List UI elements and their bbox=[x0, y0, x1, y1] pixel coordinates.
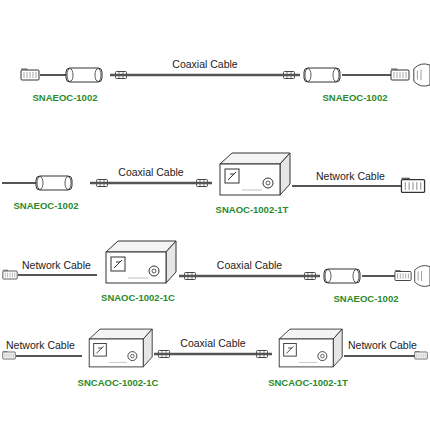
cable-label: Coaxial Cable bbox=[170, 58, 239, 70]
balun-adapter: SNAEOC-1002 bbox=[2, 172, 90, 194]
cable-label: Network Cable bbox=[20, 259, 93, 271]
converter-box: SNAOC-1002-1T bbox=[212, 150, 292, 198]
coaxial-cable bbox=[110, 74, 300, 77]
balun-adapter: SNAEOC-1002 bbox=[320, 265, 412, 287]
product-label: SNCAOC-1002-1T bbox=[268, 377, 348, 388]
product-label: SNAOC-1002-1C bbox=[101, 292, 175, 303]
balun-adapter: SNAEOC-1002 bbox=[20, 64, 110, 86]
cable-label: Coaxial Cable bbox=[215, 259, 284, 271]
cable-label: Network Cable bbox=[314, 170, 387, 182]
product-label: SNAEOC-1002 bbox=[14, 200, 79, 211]
cable-label: Coaxial Cable bbox=[178, 337, 247, 349]
product-label: SNAEOC-1002 bbox=[334, 293, 399, 304]
product-label: SNAEOC-1002 bbox=[33, 92, 98, 103]
product-label: SNAEOC-1002 bbox=[323, 92, 388, 103]
product-label: SNCAOC-1002-1C bbox=[78, 377, 159, 388]
cable-label: Coaxial Cable bbox=[116, 166, 185, 178]
cable-label: Network Cable bbox=[346, 339, 419, 351]
product-label: SNAOC-1002-1T bbox=[216, 204, 289, 215]
cable-label: Network Cable bbox=[4, 339, 77, 351]
converter-box: SNCAOC-1002-1T bbox=[272, 325, 344, 371]
coaxial-cable bbox=[90, 182, 212, 185]
balun-adapter: SNAEOC-1002 bbox=[300, 64, 410, 86]
converter-box: SNCAOC-1002-1C bbox=[82, 325, 154, 371]
coaxial-cable bbox=[154, 353, 272, 356]
coaxial-cable bbox=[179, 275, 320, 278]
converter-box: SNAOC-1002-1C bbox=[97, 238, 179, 286]
